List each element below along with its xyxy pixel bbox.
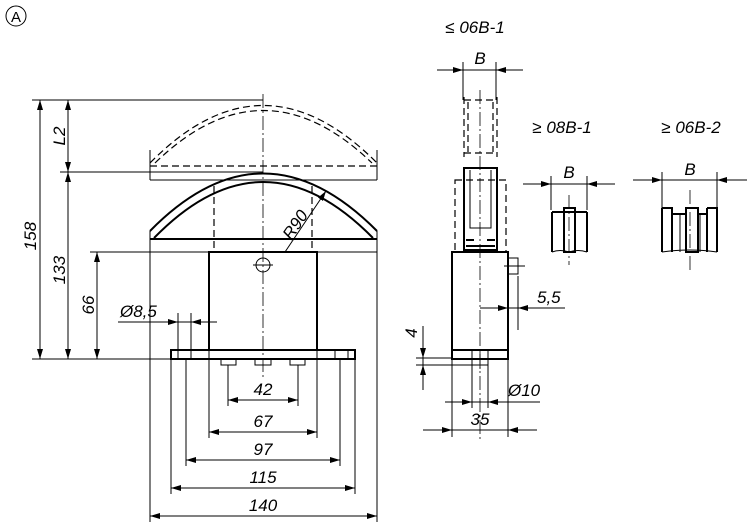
- dim-115-label: 115: [249, 468, 277, 487]
- dim-42-label: 42: [254, 380, 273, 399]
- front-view: 158 L2 133 66 Ø8,5 R90 42 67 97 115 140: [21, 94, 378, 522]
- side-view-b-label: B: [474, 49, 485, 68]
- dim-66-label: 66: [79, 295, 98, 314]
- variant-06b-2-b-label: B: [684, 160, 695, 179]
- dim-r90-label: R90: [279, 206, 312, 243]
- dim-133-label: 133: [50, 255, 69, 284]
- variant-08b-1-title: ≥ 08B-1: [532, 118, 591, 137]
- dim-hole-dia-label: Ø8,5: [119, 302, 157, 321]
- raised-guide-dashed: [149, 104, 378, 181]
- dim-l2-label: L2: [50, 126, 69, 145]
- base-plate: [170, 349, 356, 366]
- pivot-hole: [253, 257, 273, 273]
- dim-35-label: 35: [471, 410, 490, 429]
- dim-pin-dia-label: Ø10: [507, 381, 541, 400]
- dim-r90: [284, 190, 327, 253]
- svg-text:A: A: [11, 9, 21, 26]
- variant-08b-1: ≥ 08B-1 B: [523, 118, 615, 265]
- variant-06b-2-title: ≥ 06B-2: [661, 118, 721, 137]
- guide-arc: [149, 172, 378, 253]
- dim-158-label: 158: [21, 221, 40, 250]
- dim-97-label: 97: [254, 440, 273, 459]
- view-label-a: A: [5, 5, 27, 27]
- side-view-title: ≤ 06B-1: [445, 18, 504, 37]
- dim-67-label: 67: [254, 412, 273, 431]
- dim-140-label: 140: [249, 496, 278, 515]
- dim-4-label: 4: [402, 328, 421, 337]
- variant-08b-1-b-label: B: [563, 163, 574, 182]
- side-view: ≤ 06B-1 B 5,5 4: [402, 18, 565, 440]
- variant-06b-2: ≥ 06B-2 B: [633, 118, 747, 270]
- dim-5-5-label: 5,5: [537, 288, 561, 307]
